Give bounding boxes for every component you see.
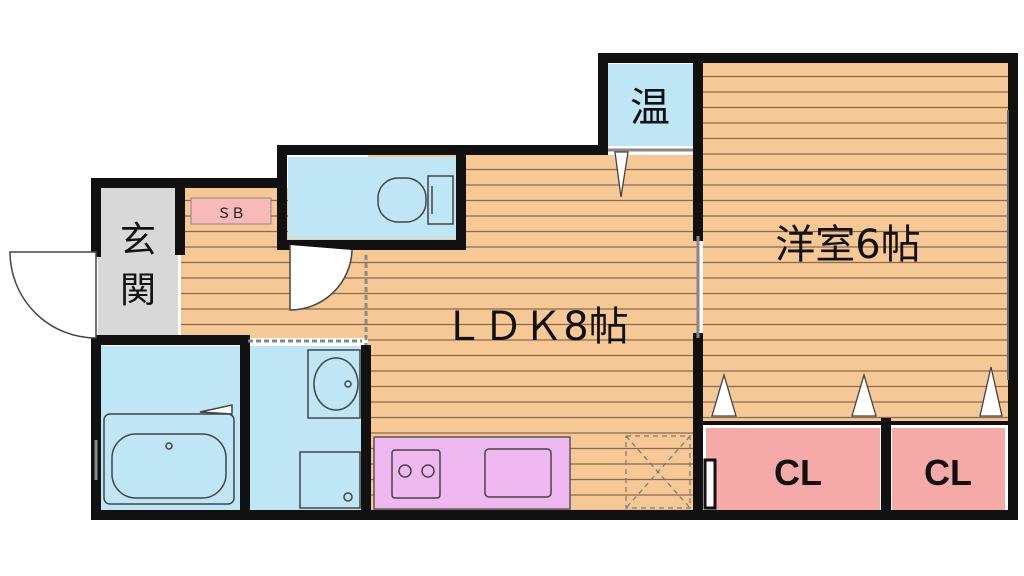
shoe-box <box>190 197 272 225</box>
entrance-label-bottom: 関 <box>120 270 156 311</box>
door-markers <box>614 151 1003 417</box>
toilet-fixture <box>377 175 454 225</box>
western-room-label: 洋室6帖 <box>775 222 920 268</box>
fridge-space <box>625 435 691 509</box>
bathtub <box>103 404 235 505</box>
stove <box>391 449 441 499</box>
western-room-floor <box>703 63 1008 421</box>
shoe-box-label: ＳＢ <box>217 206 245 222</box>
ldk-label: ＬＤＫ8帖 <box>443 304 628 350</box>
closet-2-floor <box>892 428 1005 510</box>
toilet-door-swing <box>289 245 353 311</box>
water-heater-area <box>608 64 693 146</box>
closet-1-floor <box>706 428 880 510</box>
washbasin <box>307 349 361 419</box>
closet-2-label: CL <box>924 452 972 493</box>
water-heater-label: 温 <box>630 85 670 131</box>
entrance-floor <box>98 188 178 335</box>
entrance-label-top: 玄 <box>120 220 156 261</box>
kitchen-sink <box>484 448 552 498</box>
closet-door-post <box>703 458 717 510</box>
closet-1-label: CL <box>774 452 822 493</box>
entrance-door-swing <box>9 251 97 339</box>
washing-machine-area <box>299 451 361 509</box>
